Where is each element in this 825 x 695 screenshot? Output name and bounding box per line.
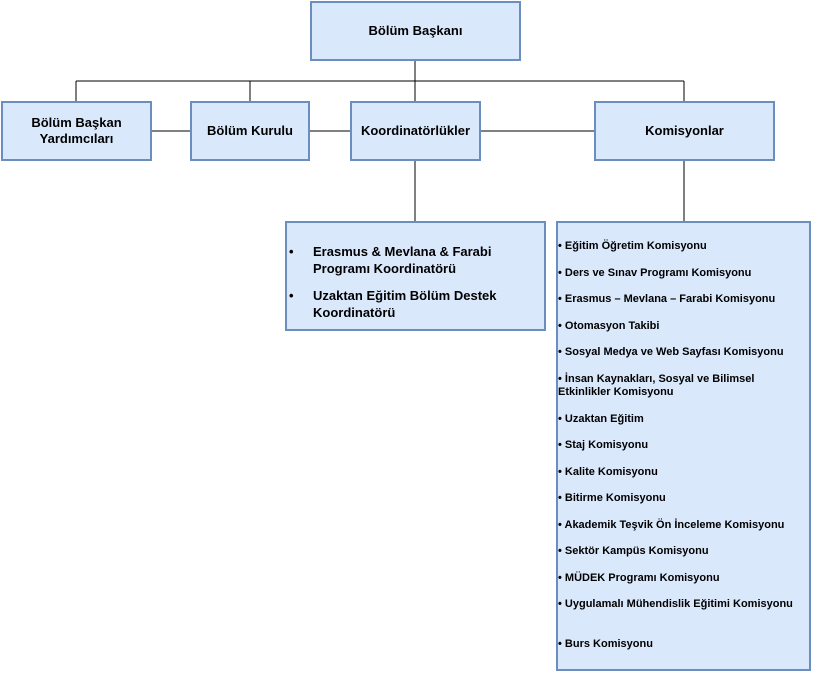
- koordinator-item: Uzaktan Eğitim Bölüm Destek Koordinatörü: [287, 287, 534, 321]
- komisyon-item: Erasmus – Mevlana – Farabi Komisyonu: [558, 293, 807, 320]
- koordinator-list-box: Erasmus & Mevlana & Farabi Programı Koor…: [285, 221, 546, 331]
- node-koordinatorlukler: Koordinatörlükler: [350, 101, 481, 161]
- root-node: Bölüm Başkanı: [310, 1, 521, 61]
- koordinator-item: Erasmus & Mevlana & Farabi Programı Koor…: [287, 243, 534, 277]
- komisyon-item: Sektör Kampüs Komisyonu: [558, 545, 807, 572]
- node-kurul: Bölüm Kurulu: [190, 101, 310, 161]
- komisyon-item: Eğitim Öğretim Komisyonu: [558, 240, 807, 267]
- node-koordinatorlukler-label: Koordinatörlükler: [360, 123, 471, 138]
- node-komisyonlar-label: Komisyonlar: [645, 123, 724, 138]
- komisyon-item: Staj Komisyonu: [558, 439, 807, 466]
- komisyon-item: Bitirme Komisyonu: [558, 492, 807, 519]
- komisyon-item: Ders ve Sınav Programı Komisyonu: [558, 267, 807, 294]
- komisyon-item: MÜDEK Programı Komisyonu: [558, 572, 807, 599]
- komisyon-list-box: Eğitim Öğretim Komisyonu Ders ve Sınav P…: [556, 221, 811, 671]
- komisyon-item: Akademik Teşvik Ön İnceleme Komisyonu: [558, 519, 807, 546]
- node-yardimci-label: Bölüm Başkan Yardımcıları: [31, 115, 122, 146]
- komisyon-item: İnsan Kaynakları, Sosyal ve Bilimsel Etk…: [558, 373, 807, 413]
- root-label: Bölüm Başkanı: [368, 23, 463, 38]
- komisyon-item: Sosyal Medya ve Web Sayfası Komisyonu: [558, 346, 807, 373]
- komisyon-item: Kalite Komisyonu: [558, 466, 807, 493]
- komisyon-item: Burs Komisyonu: [558, 638, 807, 665]
- koordinator-list: Erasmus & Mevlana & Farabi Programı Koor…: [287, 243, 534, 321]
- node-komisyonlar: Komisyonlar: [594, 101, 775, 161]
- komisyon-item: Otomasyon Takibi: [558, 320, 807, 347]
- komisyon-item: Uygulamalı Mühendislik Eğitimi Komisyonu: [558, 598, 807, 638]
- komisyon-list: Eğitim Öğretim Komisyonu Ders ve Sınav P…: [558, 240, 807, 665]
- node-yardimci: Bölüm Başkan Yardımcıları: [1, 101, 152, 161]
- komisyon-item: Uzaktan Eğitim: [558, 413, 807, 440]
- node-kurul-label: Bölüm Kurulu: [207, 123, 293, 138]
